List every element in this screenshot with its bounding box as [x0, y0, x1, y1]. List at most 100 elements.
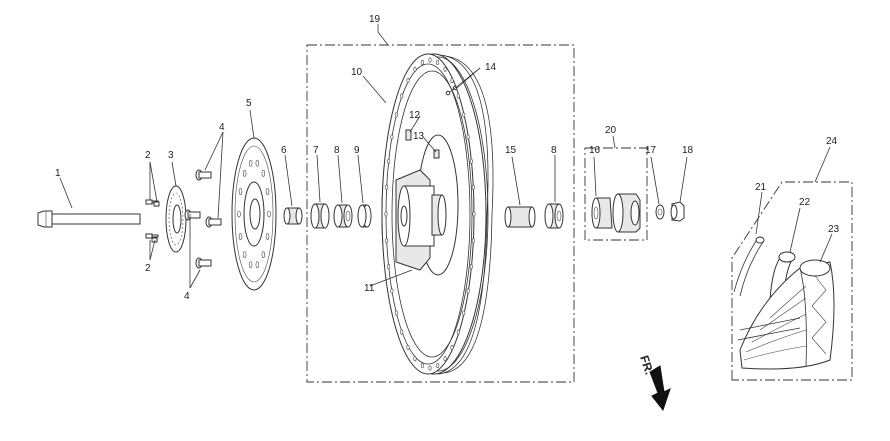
- disc-vent-hole: [265, 233, 270, 240]
- balance-weights: [405, 129, 440, 159]
- rim-spoke-hole: [400, 329, 404, 335]
- callout-6: 6: [281, 145, 287, 156]
- disc-vent-hole: [255, 160, 260, 167]
- callout-23: 23: [828, 224, 840, 235]
- callout-24: 24: [826, 136, 838, 147]
- disc-vent-hole: [261, 170, 266, 177]
- callout-4a: 4: [219, 122, 225, 133]
- callout-1: 1: [55, 168, 61, 179]
- callout-4b: 4: [184, 291, 190, 302]
- callout-18: 18: [682, 145, 694, 156]
- rim-spoke-hole: [428, 57, 432, 63]
- callout-16: 16: [589, 145, 601, 156]
- callout-9: 9: [354, 145, 360, 156]
- rim-spoke-hole: [420, 59, 424, 65]
- disc-vent-hole: [267, 210, 271, 218]
- callout-10: 10: [351, 67, 363, 78]
- callout-labels: 1 2 2 3 4 4 5 6 7 8 8 9 10 11 12 13 14 1…: [55, 14, 840, 302]
- rim-spoke-hole: [443, 66, 447, 72]
- rim-spoke-hole: [394, 112, 398, 118]
- wheel-hub: [395, 134, 459, 276]
- rim-spoke-hole: [428, 365, 432, 371]
- sensor-bolts: [145, 199, 160, 243]
- side-collar: [591, 197, 613, 229]
- rim-spoke-hole: [466, 134, 470, 140]
- disc-vent-hole: [242, 251, 247, 258]
- callout-19: 19: [369, 14, 381, 25]
- callout-21: 21: [755, 182, 767, 193]
- leader-lines: [59, 24, 833, 289]
- disc-vent-hole: [248, 261, 253, 268]
- callout-7: 7: [313, 145, 319, 156]
- abs-tone-ring: [165, 185, 187, 253]
- callout-2b: 2: [145, 263, 151, 274]
- washer: [655, 204, 665, 220]
- callout-17: 17: [645, 145, 657, 156]
- rim-spoke-hole: [385, 184, 389, 190]
- callout-15: 15: [505, 145, 517, 156]
- rim-spoke-hole: [462, 112, 466, 118]
- callout-8a: 8: [334, 145, 340, 156]
- callout-3: 3: [168, 150, 174, 161]
- callout-11: 11: [364, 283, 375, 294]
- rim-spoke-hole: [413, 66, 417, 72]
- callout-22: 22: [799, 197, 811, 208]
- rim-spoke-hole: [406, 344, 410, 350]
- collar: [283, 207, 303, 225]
- rim-spoke-hole: [450, 78, 454, 84]
- disc-vent-hole: [261, 251, 266, 258]
- rim-spoke-hole: [385, 238, 389, 244]
- hub-spacer-box: [584, 147, 648, 241]
- rim-spoke-hole: [472, 211, 476, 217]
- direction-label: FR.: [637, 354, 656, 377]
- oil-seal: [310, 203, 330, 229]
- center-spacer: [504, 206, 536, 228]
- rim-spoke-hole: [387, 264, 391, 270]
- dust-cover: [612, 193, 641, 233]
- rim-spoke-hole: [390, 134, 394, 140]
- disc-vent-hole: [237, 210, 241, 218]
- callout-5: 5: [246, 98, 252, 109]
- rim-spoke-hole: [387, 158, 391, 164]
- rim-spoke-hole: [471, 184, 475, 190]
- rim-spoke-hole: [456, 93, 460, 99]
- rim-spoke-hole: [394, 310, 398, 316]
- disc-vent-hole: [255, 261, 260, 268]
- rim-spoke-hole: [469, 264, 473, 270]
- callout-14: 14: [485, 62, 497, 73]
- callout-12: 12: [409, 110, 421, 121]
- rim-spoke-hole: [466, 288, 470, 294]
- rim-spoke-hole: [450, 344, 454, 350]
- rim-spoke-hole: [400, 93, 404, 99]
- brake-disc: [231, 137, 277, 291]
- front-direction-arrow: FR.: [637, 354, 671, 412]
- tire-group-box: [731, 181, 853, 381]
- rim-spoke-hole: [436, 363, 440, 369]
- callout-13: 13: [413, 131, 425, 142]
- callout-2a: 2: [145, 150, 151, 161]
- tire: [737, 259, 835, 370]
- rim-spoke-hole: [471, 238, 475, 244]
- disc-bolts: [184, 169, 222, 269]
- wheel-assembly-box: [306, 44, 575, 383]
- axle-nut: [670, 201, 685, 222]
- callout-8b: 8: [551, 145, 557, 156]
- axle: [37, 210, 141, 228]
- rim-spoke-hole: [462, 310, 466, 316]
- rim-spoke-hole: [406, 78, 410, 84]
- disc-vent-hole: [248, 160, 253, 167]
- disc-vent-hole: [265, 188, 270, 195]
- spacer-ring: [357, 204, 372, 228]
- rim-spoke-hole: [456, 329, 460, 335]
- rim-spoke-hole: [390, 288, 394, 294]
- rim-spoke-hole: [443, 356, 447, 362]
- disc-vent-hole: [238, 233, 243, 240]
- disc-vent-hole: [238, 188, 243, 195]
- rim-spoke-hole: [420, 363, 424, 369]
- rim-strip: [733, 236, 765, 297]
- callout-20: 20: [605, 125, 617, 136]
- bearing-right: [544, 203, 564, 229]
- rim-spoke-hole: [384, 211, 388, 217]
